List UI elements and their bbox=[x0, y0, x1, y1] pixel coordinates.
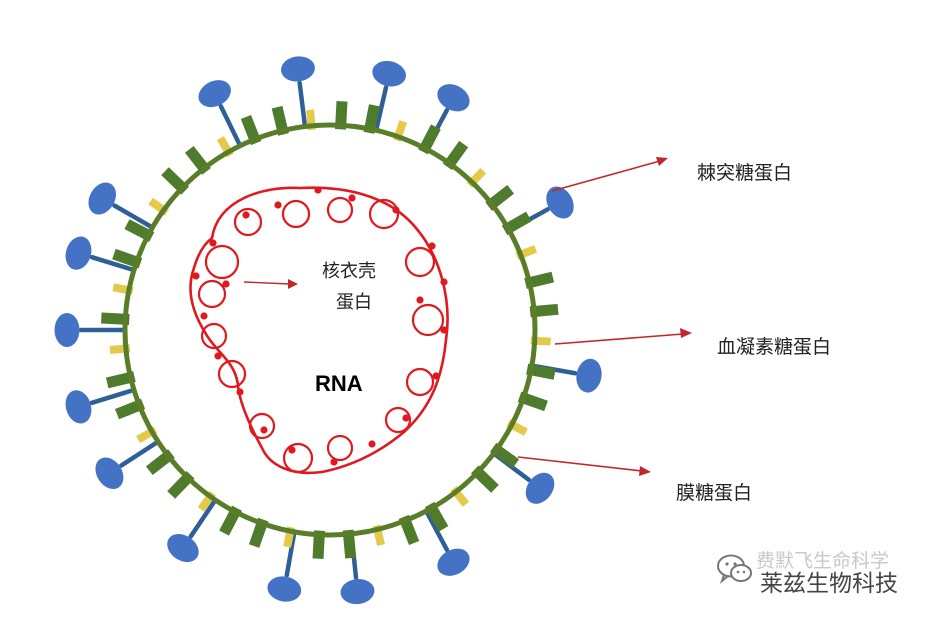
spike-stalk bbox=[188, 499, 217, 539]
rna-loop bbox=[197, 279, 227, 309]
nucleocapsid-protein-dot bbox=[402, 414, 410, 422]
rna-loop bbox=[411, 303, 445, 337]
membrane-protein bbox=[101, 312, 130, 325]
nucleocapsid-protein-dot bbox=[260, 426, 268, 434]
spike-head bbox=[372, 60, 406, 87]
spike-head bbox=[95, 457, 124, 490]
rna-loop bbox=[233, 207, 263, 237]
nucleocapsid-protein-dot bbox=[314, 186, 322, 194]
rna-loop bbox=[405, 367, 435, 397]
spike-head bbox=[198, 80, 231, 108]
wechat-icon bbox=[717, 554, 752, 585]
spike-stalk bbox=[424, 510, 450, 553]
rna-loop bbox=[326, 434, 354, 462]
rna-loop bbox=[404, 246, 436, 278]
spike-stalk bbox=[89, 254, 135, 272]
nucleocapsid-protein-dot bbox=[209, 239, 217, 247]
rna-strand bbox=[189, 186, 449, 475]
nucleocapsid-protein-dot bbox=[330, 458, 338, 466]
spike-stalk bbox=[374, 85, 389, 131]
spike-stalk bbox=[89, 388, 135, 406]
spike-head bbox=[525, 472, 555, 504]
watermark-faded-text: 费默飞生命科学 bbox=[756, 550, 890, 572]
spike-stalk bbox=[112, 203, 153, 229]
nucleocapsid-protein-dot bbox=[368, 440, 376, 448]
label-rna: RNA bbox=[315, 371, 363, 396]
membrane-protein bbox=[312, 530, 325, 559]
spike-head bbox=[65, 390, 92, 424]
spike-head bbox=[54, 313, 80, 347]
spike-head bbox=[437, 84, 470, 112]
nucleocapsid-protein-dot bbox=[288, 446, 296, 454]
spike-head bbox=[546, 186, 574, 219]
spike-head bbox=[576, 358, 602, 393]
label-nucleocapsid-line2: 蛋白 bbox=[336, 292, 372, 313]
nucleocapsid-protein-dot bbox=[432, 372, 440, 380]
membrane-protein bbox=[161, 167, 190, 195]
nucleocapsid-protein-dot bbox=[428, 242, 436, 250]
nucleocapsid-protein-dot bbox=[236, 388, 244, 396]
nucleocapsid-protein-dot bbox=[242, 211, 250, 219]
spike-stalk bbox=[218, 103, 242, 147]
membrane-protein bbox=[342, 529, 357, 559]
membrane-protein bbox=[335, 101, 348, 130]
rna-loop bbox=[384, 406, 412, 434]
spike-head bbox=[267, 576, 302, 602]
rna-loop bbox=[248, 412, 276, 440]
spike-stalk bbox=[284, 531, 297, 578]
spike-stalk bbox=[118, 440, 159, 468]
rna-loop bbox=[282, 442, 314, 474]
spike-head bbox=[340, 579, 375, 605]
spike-stalk bbox=[297, 80, 308, 127]
nucleocapsid-protein-dot bbox=[416, 296, 424, 304]
rna-loop bbox=[217, 359, 247, 389]
label-nucleocapsid-line1: 核衣壳 bbox=[322, 261, 376, 282]
rna-nucleocapsid bbox=[189, 186, 449, 475]
nucleocapsid-protein-dot bbox=[348, 194, 356, 202]
watermark: 费默飞生命科学 莱兹生物科技 bbox=[716, 544, 930, 610]
rna-loop bbox=[281, 199, 311, 229]
rna-loop bbox=[368, 198, 400, 230]
spike-glycoproteins bbox=[54, 56, 602, 605]
membrane-protein bbox=[470, 465, 499, 493]
spike-head bbox=[88, 182, 116, 215]
spike-head bbox=[167, 533, 199, 563]
nucleocapsid-protein-dot bbox=[392, 206, 400, 214]
membrane-protein bbox=[529, 303, 559, 318]
viral-envelope bbox=[122, 122, 538, 538]
nucleocapsid-protein-dot bbox=[214, 352, 222, 360]
spike-head bbox=[437, 548, 470, 576]
nucleocapsid-protein-dot bbox=[440, 326, 448, 334]
nucleocapsid-protein-dot bbox=[192, 272, 200, 280]
label-spike-glycoprotein: 棘突糖蛋白 bbox=[697, 162, 793, 184]
rna-loop bbox=[204, 244, 240, 280]
label-membrane-glycoprotein: 膜糖蛋白 bbox=[676, 482, 753, 504]
watermark-text: 莱兹生物科技 bbox=[760, 571, 898, 597]
nucleocapsid-protein-dot bbox=[222, 280, 230, 288]
pointer-arrows bbox=[243, 157, 692, 476]
nucleocapsid-protein-dot bbox=[440, 278, 448, 286]
nucleocapsid-protein-dot bbox=[200, 312, 208, 320]
rna-loop bbox=[200, 322, 228, 350]
spike-head bbox=[65, 236, 92, 270]
rna-loop bbox=[326, 196, 354, 224]
envelope-proteins bbox=[101, 101, 559, 559]
nucleocapsid-protein-dot bbox=[274, 201, 282, 209]
spike-head bbox=[281, 56, 315, 82]
membrane-protein bbox=[167, 470, 195, 499]
label-hemagglutinin-glycoprotein: 血凝素糖蛋白 bbox=[717, 336, 832, 358]
